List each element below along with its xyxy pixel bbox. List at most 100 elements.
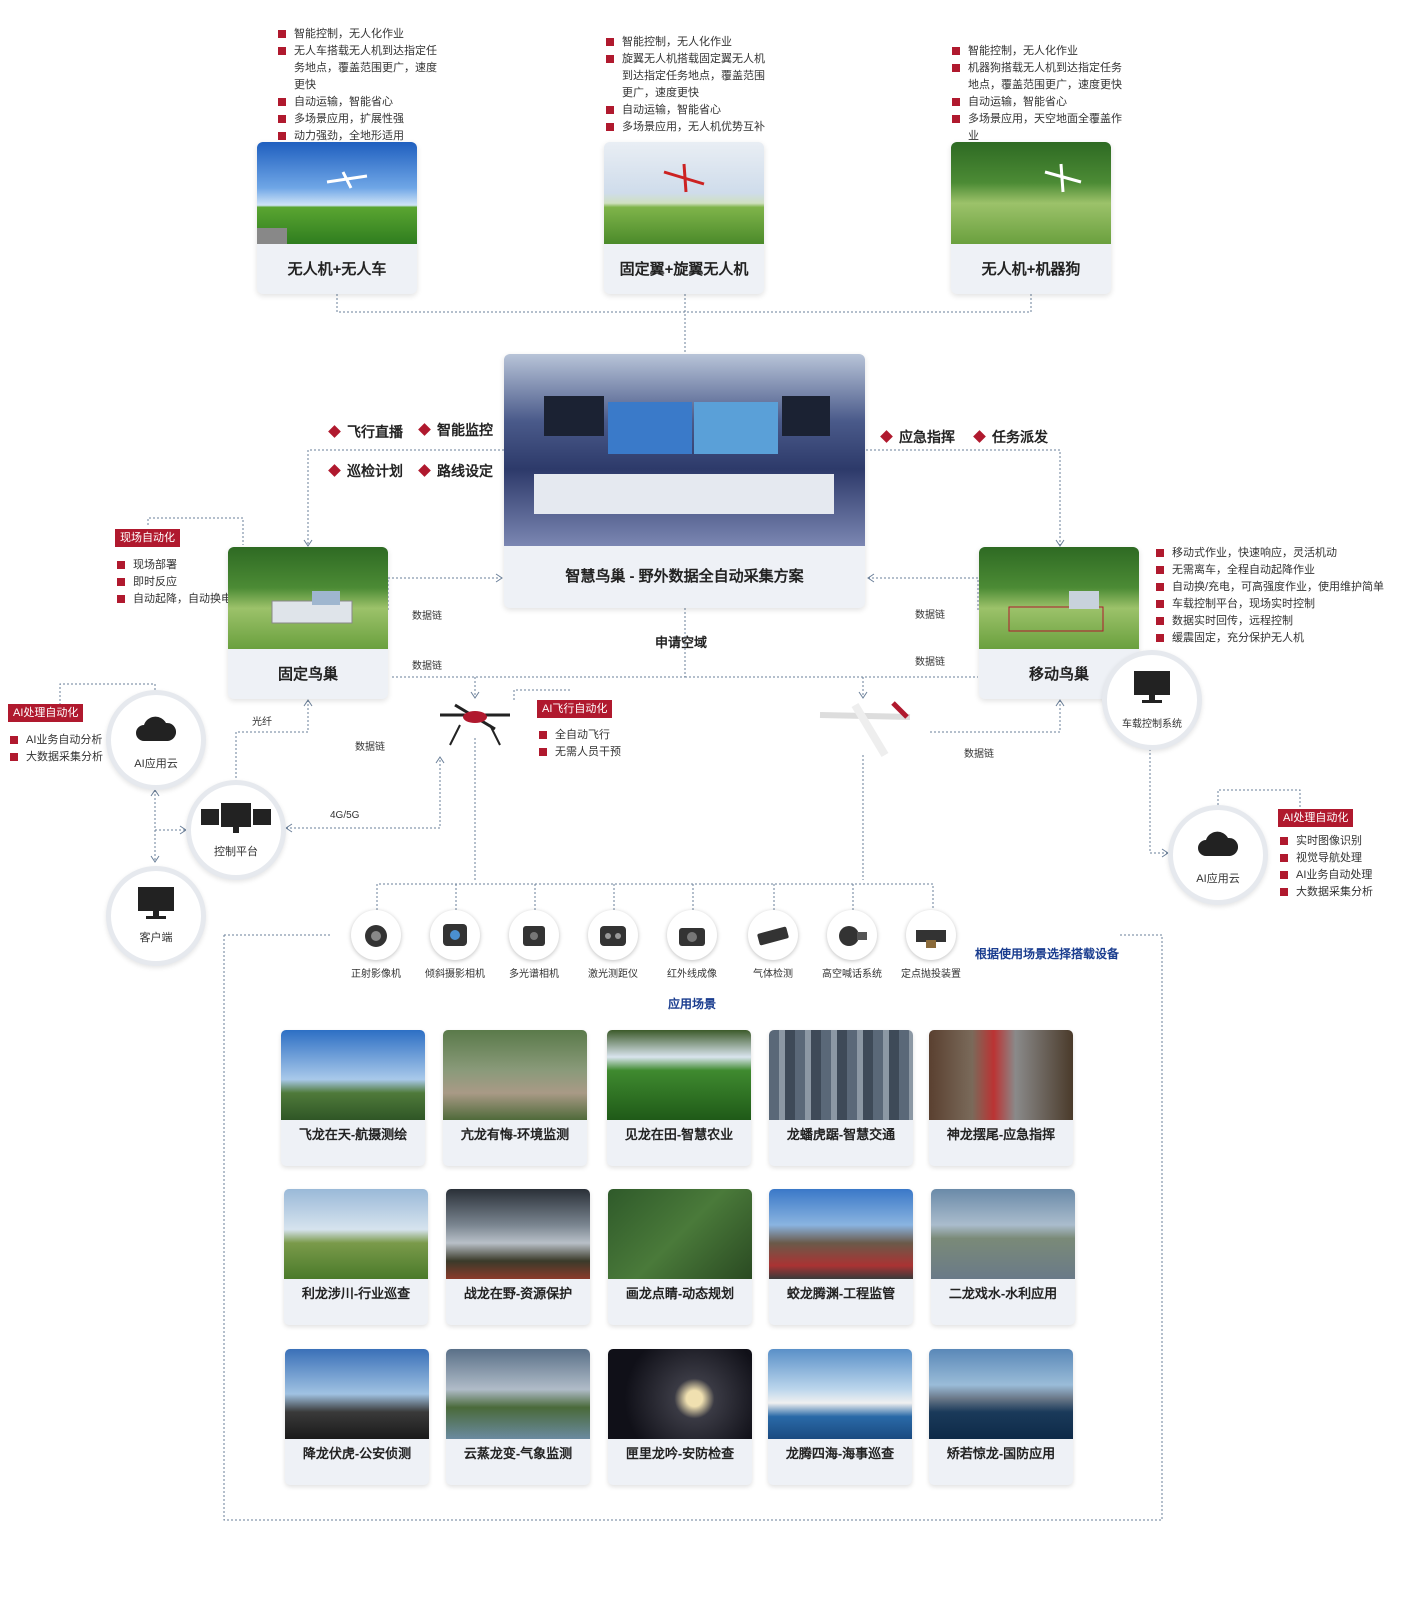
mobile-nest-photo xyxy=(979,547,1139,649)
feature-item: 多场景应用，扩展性强 xyxy=(276,111,446,128)
video-wall-icon xyxy=(534,396,834,514)
scene-tile[interactable]: 匣里龙吟-安防检查 xyxy=(608,1349,752,1485)
device-ortho-camera[interactable] xyxy=(351,910,401,960)
scene-tile[interactable]: 二龙戏水-水利应用 xyxy=(931,1189,1075,1325)
card-mobile-nest[interactable]: 移动鸟巢 xyxy=(979,547,1139,699)
scene-tile[interactable]: 亢龙有悔-环境监测 xyxy=(443,1030,587,1166)
scene-photo xyxy=(769,1030,913,1120)
scene-tile[interactable]: 矫若惊龙-国防应用 xyxy=(929,1349,1073,1485)
scene-tile[interactable]: 蛟龙腾渊-工程监管 xyxy=(769,1189,913,1325)
function-live[interactable]: 飞行直播 xyxy=(328,422,403,442)
device-label: 定点抛投装置 xyxy=(901,969,961,980)
feature-item: 多场景应用，无人机优势互补 xyxy=(604,119,772,136)
function-emergency[interactable]: 应急指挥 xyxy=(880,427,955,447)
device-loudspeaker[interactable] xyxy=(827,910,877,960)
scene-title: 蛟龙腾渊-工程监管 xyxy=(786,1286,896,1301)
monitor-icon xyxy=(138,887,174,919)
scene-title: 云蒸龙变-气象监测 xyxy=(463,1446,573,1461)
gas-detector-icon xyxy=(757,926,789,946)
scene-tile[interactable]: 战龙在野-资源保护 xyxy=(446,1189,590,1325)
camera-icon xyxy=(443,924,467,946)
fixed-rotor-photo xyxy=(604,142,764,244)
feature-item: 自动运输，智能省心 xyxy=(950,94,1126,111)
feature-item: 大数据采集分析 xyxy=(8,749,118,766)
scene-tile[interactable]: 见龙在田-智慧农业 xyxy=(607,1030,751,1166)
device-multispectral-camera[interactable] xyxy=(509,910,559,960)
function-route[interactable]: 路线设定 xyxy=(418,461,493,481)
feature-item: 自动换/充电，可高强度作业，使用维护简单 xyxy=(1154,579,1394,596)
nest-icon xyxy=(1008,591,1104,632)
tag-ai-process-right: AI处理自动化 xyxy=(1278,809,1354,827)
scene-photo xyxy=(769,1189,913,1279)
label-datalink: 数据链 xyxy=(412,611,442,622)
card-fixed-nest[interactable]: 固定鸟巢 xyxy=(228,547,388,699)
speaker-icon xyxy=(839,926,867,946)
feature-item: 自动运输，智能省心 xyxy=(276,94,446,111)
feature-item: 自动运输，智能省心 xyxy=(604,102,772,119)
card-uav-car[interactable]: 无人机+无人车 xyxy=(257,142,417,294)
device-label: 气体检测 xyxy=(753,969,793,980)
scene-tile[interactable]: 龙腾四海-海事巡查 xyxy=(768,1349,912,1485)
scene-title: 见龙在田-智慧农业 xyxy=(624,1127,734,1142)
scene-title: 神龙摆尾-应急指挥 xyxy=(946,1127,1056,1142)
diamond-icon xyxy=(418,423,431,436)
scene-tile[interactable]: 龙蟠虎踞-智慧交通 xyxy=(769,1030,913,1166)
multirotor-drone-icon xyxy=(440,703,510,746)
scene-tile[interactable]: 降龙伏虎-公安侦测 xyxy=(285,1349,429,1485)
scene-photo xyxy=(608,1349,752,1439)
card-fixed-rotor[interactable]: 固定翼+旋翼无人机 xyxy=(604,142,764,294)
device-drop-device[interactable] xyxy=(906,910,956,960)
scene-photo xyxy=(443,1030,587,1120)
scene-tile[interactable]: 云蒸龙变-气象监测 xyxy=(446,1349,590,1485)
scene-tile[interactable]: 利龙涉川-行业巡查 xyxy=(284,1189,428,1325)
scene-tile[interactable]: 神龙摆尾-应急指挥 xyxy=(929,1030,1073,1166)
device-label: 正射影像机 xyxy=(351,969,401,980)
scene-photo xyxy=(768,1349,912,1439)
label-fiber: 光纤 xyxy=(252,717,272,728)
center-card[interactable]: 智慧鸟巢 - 野外数据全自动采集方案 xyxy=(504,354,865,608)
fixed-nest-features: 现场部署 即时反应 自动起降，自动换电 xyxy=(115,557,235,608)
feature-item: AI业务自动处理 xyxy=(1278,867,1398,884)
diamond-icon xyxy=(880,430,893,443)
scene-photo xyxy=(285,1349,429,1439)
feature-item: 智能控制，无人化作业 xyxy=(950,43,1126,60)
ai-cloud-left[interactable]: AI应用云 xyxy=(106,690,206,790)
device-label: 激光测距仪 xyxy=(588,969,638,980)
scene-title: 匣里龙吟-安防检查 xyxy=(625,1446,735,1461)
feature-item: 全自动飞行 xyxy=(537,727,647,744)
feature-item: 车载控制平台，现场实时控制 xyxy=(1154,596,1394,613)
feature-item: 智能控制，无人化作业 xyxy=(604,34,772,51)
feature-item: 智能控制，无人化作业 xyxy=(276,26,446,43)
control-platform-node[interactable]: 控制平台 xyxy=(186,780,286,880)
device-gas-detector[interactable] xyxy=(748,910,798,960)
card-uav-dog[interactable]: 无人机+机器狗 xyxy=(951,142,1111,294)
scene-photo xyxy=(446,1189,590,1279)
function-plan[interactable]: 巡检计划 xyxy=(328,461,403,481)
label-datalink: 数据链 xyxy=(915,657,945,668)
uav-car-photo xyxy=(257,142,417,244)
control-room-photo xyxy=(504,354,865,546)
client-node[interactable]: 客户端 xyxy=(106,866,206,966)
scene-title: 画龙点睛-动态规划 xyxy=(625,1286,735,1301)
scene-tile[interactable]: 画龙点睛-动态规划 xyxy=(608,1189,752,1325)
devices-hint: 根据使用场景选择搭载设备 xyxy=(975,947,1120,961)
vehicle-control-node[interactable]: 车载控制系统 xyxy=(1102,650,1202,750)
scene-title: 亢龙有悔-环境监测 xyxy=(460,1127,570,1142)
device-oblique-camera[interactable] xyxy=(430,910,480,960)
card-title: 固定鸟巢 xyxy=(277,666,338,683)
card-title: 无人机+机器狗 xyxy=(981,261,1081,278)
scene-tile[interactable]: 飞龙在天-航摄测绘 xyxy=(281,1030,425,1166)
ai-cloud-right[interactable]: AI应用云 xyxy=(1168,805,1268,905)
device-laser-rangefinder[interactable] xyxy=(588,910,638,960)
ai-flight-features: 全自动飞行 无需人员干预 xyxy=(537,727,647,761)
feature-item: 无需人员干预 xyxy=(537,744,647,761)
device-label: 红外线成像 xyxy=(667,969,717,980)
device-infrared-imager[interactable] xyxy=(667,910,717,960)
label-datalink: 数据链 xyxy=(964,749,994,760)
feature-item: 即时反应 xyxy=(115,574,235,591)
function-dispatch[interactable]: 任务派发 xyxy=(973,427,1048,447)
function-monitor[interactable]: 智能监控 xyxy=(418,420,493,440)
mobile-nest-features: 移动式作业，快速响应，灵活机动 无需离车，全程自动起降作业 自动换/充电，可高强… xyxy=(1154,545,1394,647)
monitors-icon xyxy=(201,803,271,833)
